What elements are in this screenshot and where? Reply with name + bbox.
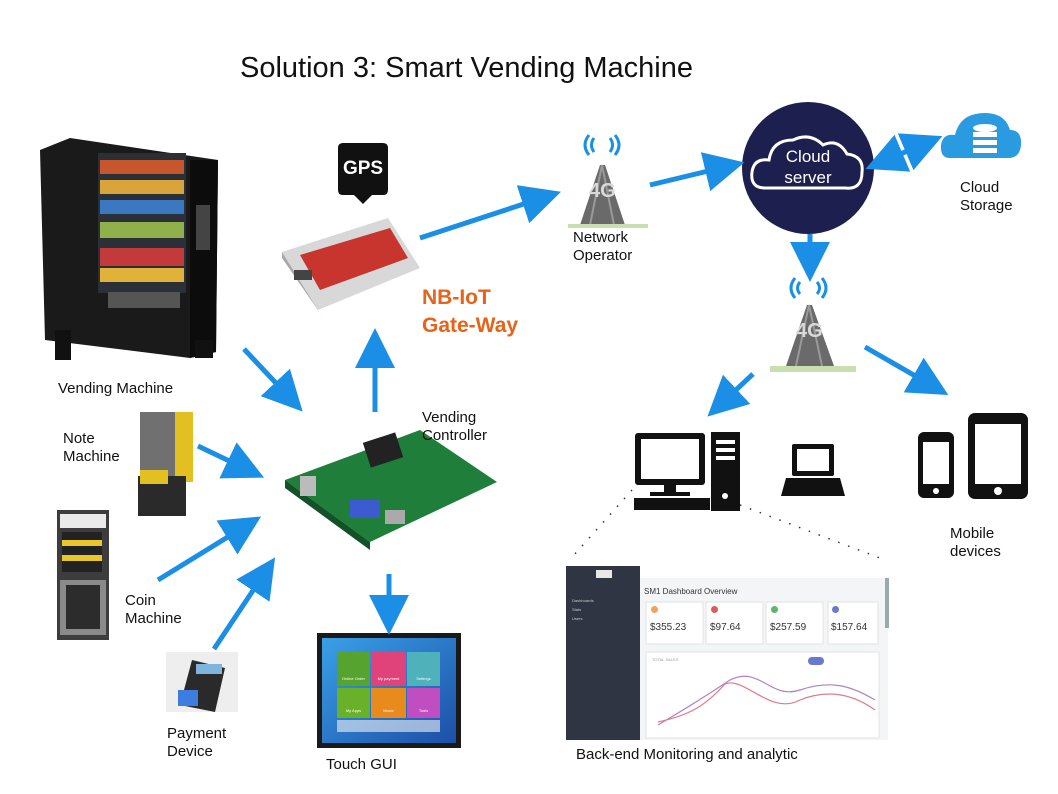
cloud-server-icon [742,102,874,234]
arrow-tower-to-computers [707,372,755,417]
tower-label-network: 4G [589,180,616,202]
vending-machine-image [40,138,218,360]
sidebar-item: Dashboards [572,598,594,603]
diagram-title: Solution 3: Smart Vending Machine [240,52,693,84]
coin-machine-image [57,510,109,640]
arrow-payment-to-controller [211,557,276,651]
dashboard-card-badge [711,606,718,613]
flow-arrows [156,133,949,651]
dashboard-card-badge [771,606,778,613]
arrow-network-to-cloud [649,152,745,192]
gui-tile-label: Online Order [342,676,365,681]
dashboard-card-badge [832,606,839,613]
gui-tile-label: Tools [418,708,429,713]
dashboard-card-value: $355.23 [650,622,687,633]
gui-tile-label: My Apps [345,708,362,713]
arrow-gateway-to-network [419,185,562,241]
tower-icon-distribution [770,277,856,372]
dashboard-header: SM1 Dashboard Overview [644,587,738,596]
touch-gui-screen [317,633,461,748]
tablet-icon [968,413,1028,499]
dashboard-chart-title: TOTAL SALES [652,657,679,662]
label-backend: Back-end Monitoring and analytic [576,746,798,763]
arrow-coin-to-controller [156,516,262,583]
gui-tile-label: Music [383,708,394,713]
dotted-connectors [573,489,881,559]
arrow-note-to-controller [196,442,265,479]
dashboard-card-badge [651,606,658,613]
vending-controller-board [285,430,497,550]
dashboard-card-value: $97.64 [710,622,741,633]
gateway-device [282,218,420,316]
dashboard-card-value: $257.59 [770,622,807,633]
arrow-vending-to-controller [242,347,303,412]
arrow-tower-to-mobile [863,344,949,395]
note-machine-image [138,412,193,516]
gui-tile-label: Settings [416,676,431,681]
dashboard-card-value: $157.64 [831,622,868,633]
desktop-computer-icon [634,432,740,511]
smartphone-icon [918,432,954,498]
gps-label: GPS [342,158,384,179]
cloud-storage-icon [940,113,1022,158]
sidebar-item: Stats [572,607,582,612]
dashboard-sidebar: Dashboards Stats Users [572,596,594,623]
payment-device-image [166,652,238,712]
gps-icon [338,143,388,204]
gui-tile-label: My payment [377,676,400,681]
backend-dashboard-screenshot [566,566,889,740]
sidebar-item: Users [572,616,583,621]
arrow-cloud-storage-link [865,133,943,172]
tower-icon-network [568,134,648,228]
laptop-icon [781,444,845,496]
label-vending-machine: Vending Machine [58,380,174,397]
tower-label-distribution: 4G [796,320,823,342]
label-touch-gui: Touch GUI [326,756,397,773]
